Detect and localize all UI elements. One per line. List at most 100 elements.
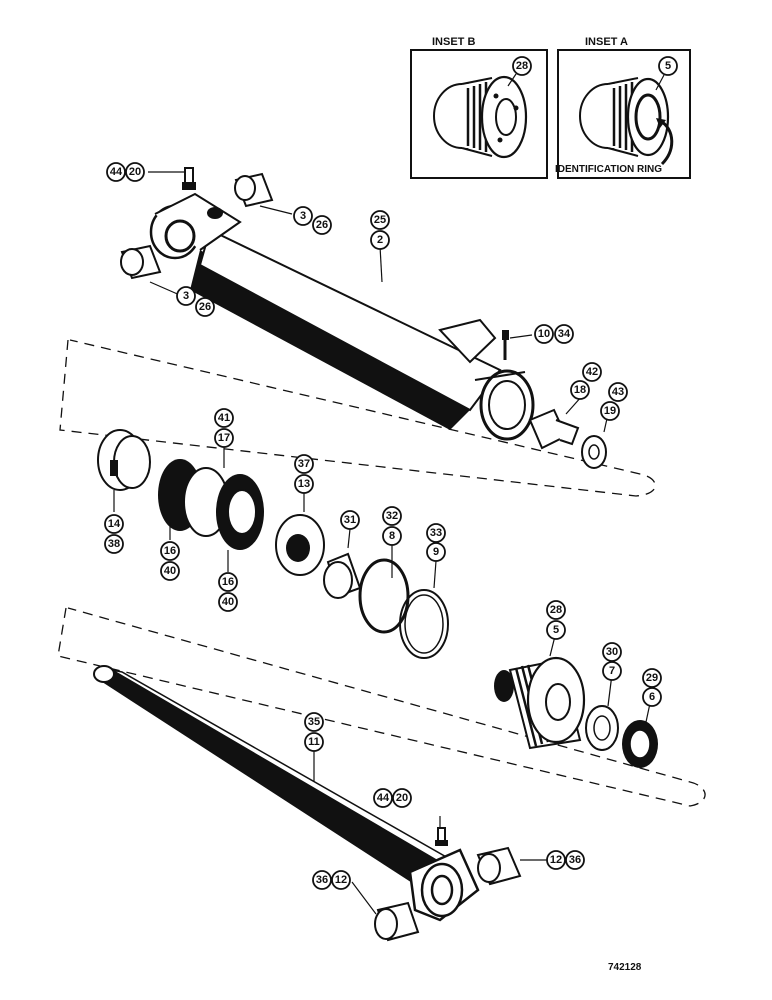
callout-42: 42 [582, 362, 602, 382]
callout-35: 35 [304, 712, 324, 732]
callout-25: 25 [370, 210, 390, 230]
bushing-part [234, 172, 274, 208]
callout-label: 2 [377, 234, 383, 246]
bushing-part [120, 244, 162, 280]
callout-38: 38 [104, 534, 124, 554]
callout-30: 30 [602, 642, 622, 662]
callout-40: 40 [160, 561, 180, 581]
bushing-part [374, 901, 420, 942]
callout-18: 18 [570, 380, 590, 400]
callout-label: 10 [538, 328, 550, 340]
cylinder-barrel-part [149, 192, 535, 441]
callout-label: 36 [316, 874, 328, 886]
callout-17: 17 [214, 428, 234, 448]
callout-label: 38 [108, 538, 120, 550]
identification-arrow-icon [660, 120, 674, 166]
callout-label: 42 [586, 366, 598, 378]
bushing-part [476, 846, 522, 886]
callout-label: 43 [612, 386, 624, 398]
callout-label: 11 [308, 736, 320, 748]
callout-label: 37 [298, 458, 310, 470]
callout-5: 5 [546, 620, 566, 640]
callout-2: 2 [370, 230, 390, 250]
seal-part [622, 720, 658, 768]
callout-6: 6 [642, 687, 662, 707]
o-ring-part [358, 558, 410, 634]
washer-part [581, 435, 607, 469]
figure-number: 742128 [608, 962, 642, 973]
callout-12: 12 [331, 870, 351, 890]
callout-20: 20 [392, 788, 412, 808]
callout-label: 44 [110, 166, 123, 178]
callout-label: 19 [604, 405, 616, 417]
callout-label: 31 [344, 514, 356, 526]
callout-26: 26 [195, 297, 215, 317]
gland-part [494, 656, 586, 750]
inset-a-gland-image [579, 77, 670, 157]
callout-label: 32 [386, 510, 398, 522]
callout-8: 8 [382, 526, 402, 546]
callout-label: 28 [550, 604, 562, 616]
callout-37: 37 [294, 454, 314, 474]
inset-b-title: INSET B [432, 36, 475, 48]
piston-part [158, 459, 264, 550]
callout-label: 33 [430, 527, 442, 539]
callout-7: 7 [602, 661, 622, 681]
callout-label: 40 [222, 596, 234, 608]
callout-3: 3 [293, 206, 313, 226]
inset-b: INSET B 28 [410, 36, 548, 179]
callout-label: 25 [374, 214, 386, 226]
callout-16: 16 [218, 572, 238, 592]
callout-34: 34 [554, 324, 574, 344]
callout-label: 12 [335, 874, 347, 886]
callout-31: 31 [340, 510, 360, 530]
callout-label: 3 [300, 210, 306, 222]
backup-ring-part [399, 589, 449, 659]
grease-fitting-part [182, 167, 196, 190]
callout-label: 40 [164, 565, 176, 577]
callout-label: 6 [649, 691, 655, 703]
callout-16: 16 [160, 541, 180, 561]
callout-label: 12 [550, 854, 562, 866]
wear-ring-part [275, 514, 325, 576]
inset-a: INSET A 5 IDENTIFICATION RING [555, 36, 691, 179]
identification-ring-label: IDENTIFICATION RING [555, 164, 662, 175]
callout-label: 14 [108, 518, 121, 530]
callout-14: 14 [104, 514, 124, 534]
svg-text:28: 28 [516, 60, 528, 72]
callout-3: 3 [176, 286, 196, 306]
inset-b-gland-image [433, 75, 528, 159]
callout-28: 28 [546, 600, 566, 620]
callout-9: 9 [426, 542, 446, 562]
callout-label: 26 [316, 219, 328, 231]
callout-26: 26 [312, 215, 332, 235]
callout-label: 18 [574, 384, 586, 396]
callout-label: 41 [218, 412, 230, 424]
callout-label: 30 [606, 646, 618, 658]
callout-label: 36 [569, 854, 581, 866]
callout-label: 29 [646, 672, 658, 684]
callout-label: 44 [377, 792, 390, 804]
dashed-outline-upper [59, 339, 656, 497]
piston-nut-part [97, 429, 151, 491]
dashed-outline-lower [57, 607, 706, 807]
callout-19: 19 [600, 401, 620, 421]
callout-label: 20 [396, 792, 408, 804]
callout-43: 43 [608, 382, 628, 402]
callout-label: 9 [433, 546, 439, 558]
piston-rod-part [93, 665, 480, 922]
wiper-ring-part [585, 705, 619, 751]
callout-36: 36 [565, 850, 585, 870]
callout-label: 5 [553, 624, 559, 636]
callout-33: 33 [426, 523, 446, 543]
callout-label: 16 [164, 545, 176, 557]
callout-13: 13 [294, 474, 314, 494]
callout-label: 26 [199, 301, 211, 313]
callout-41: 41 [214, 408, 234, 428]
callout-40: 40 [218, 592, 238, 612]
callout-29: 29 [642, 668, 662, 688]
callout-36: 36 [312, 870, 332, 890]
callout-10: 10 [534, 324, 554, 344]
